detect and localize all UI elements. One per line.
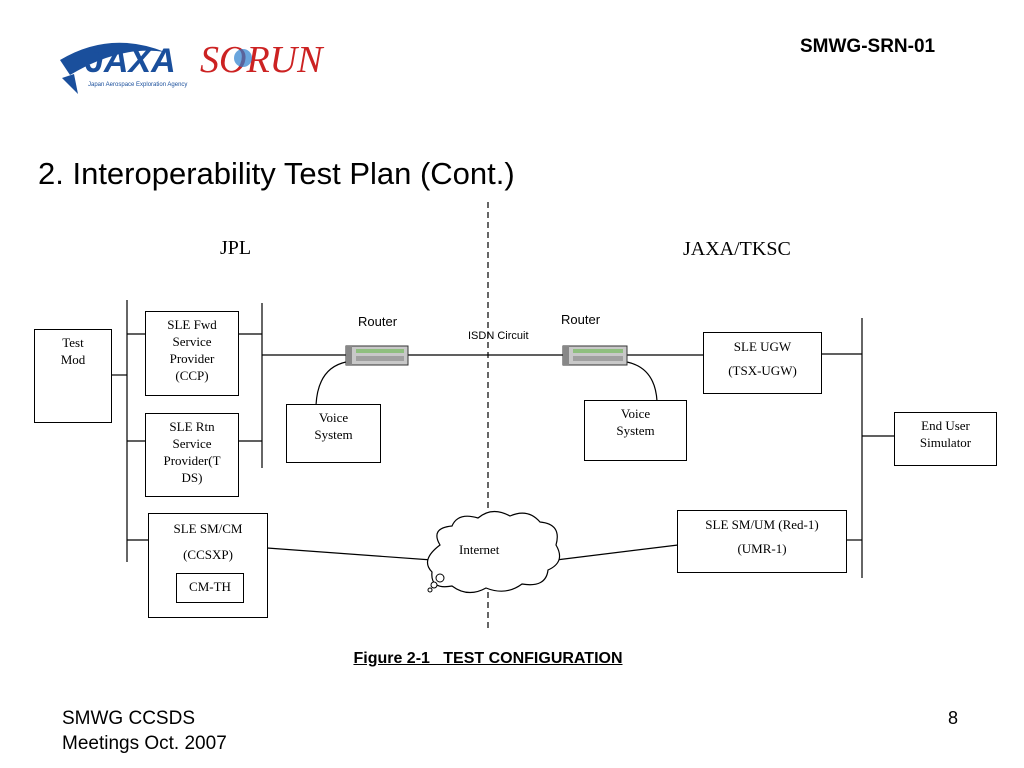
end-user-simulator-box: End User Simulator bbox=[894, 412, 997, 466]
sorun-logo-text: SORUN bbox=[200, 39, 325, 81]
test-mod-box: Test Mod bbox=[34, 329, 112, 423]
footer-meeting: Meetings Oct. 2007 bbox=[62, 733, 227, 754]
sle-ugw-box: SLE UGW (TSX-UGW) bbox=[703, 332, 822, 394]
voice-system-left-box: Voice System bbox=[286, 404, 381, 463]
footer-org: SMWG CCSDS bbox=[62, 708, 195, 729]
sle-sm-um-box: SLE SM/UM (Red-1) (UMR-1) bbox=[677, 510, 847, 573]
sle-sm-cm-box: SLE SM/CM (CCSXP) bbox=[148, 513, 268, 618]
router-left-label: Router bbox=[358, 314, 398, 329]
sle-fwd-provider-box: SLE Fwd Service Provider (CCP) bbox=[145, 311, 239, 396]
jaxa-logo: JAXA Japan Aerospace Exploration Agency bbox=[60, 42, 187, 94]
router-right-icon bbox=[562, 345, 628, 366]
internet-cloud-icon bbox=[426, 510, 561, 594]
cm-th-box: CM-TH bbox=[176, 573, 244, 603]
voice-system-right-box: Voice System bbox=[584, 400, 687, 461]
isdn-circuit-label: ISDN Circuit bbox=[468, 330, 529, 342]
left-site-label: JPL bbox=[220, 237, 252, 259]
sorun-logo: SORUN bbox=[200, 39, 325, 81]
figure-caption: Figure 2-1 TEST CONFIGURATION bbox=[353, 650, 623, 667]
document-id: SMWG-SRN-01 bbox=[800, 36, 936, 57]
page-number: 8 bbox=[948, 708, 959, 728]
slide-title: 2. Interoperability Test Plan (Cont.) bbox=[38, 156, 515, 191]
sle-rtn-provider-box: SLE Rtn Service Provider(T DS) bbox=[145, 413, 239, 497]
jaxa-logo-text: JAXA bbox=[85, 42, 176, 80]
right-site-label: JAXA/TKSC bbox=[683, 238, 791, 260]
jaxa-logo-subtext: Japan Aerospace Exploration Agency bbox=[88, 82, 187, 88]
internet-label: Internet bbox=[459, 542, 500, 557]
router-right-label: Router bbox=[561, 312, 601, 327]
footer-text: SMWG CCSDS Meetings Oct. 2007 bbox=[62, 706, 227, 756]
router-left-icon bbox=[345, 345, 409, 366]
